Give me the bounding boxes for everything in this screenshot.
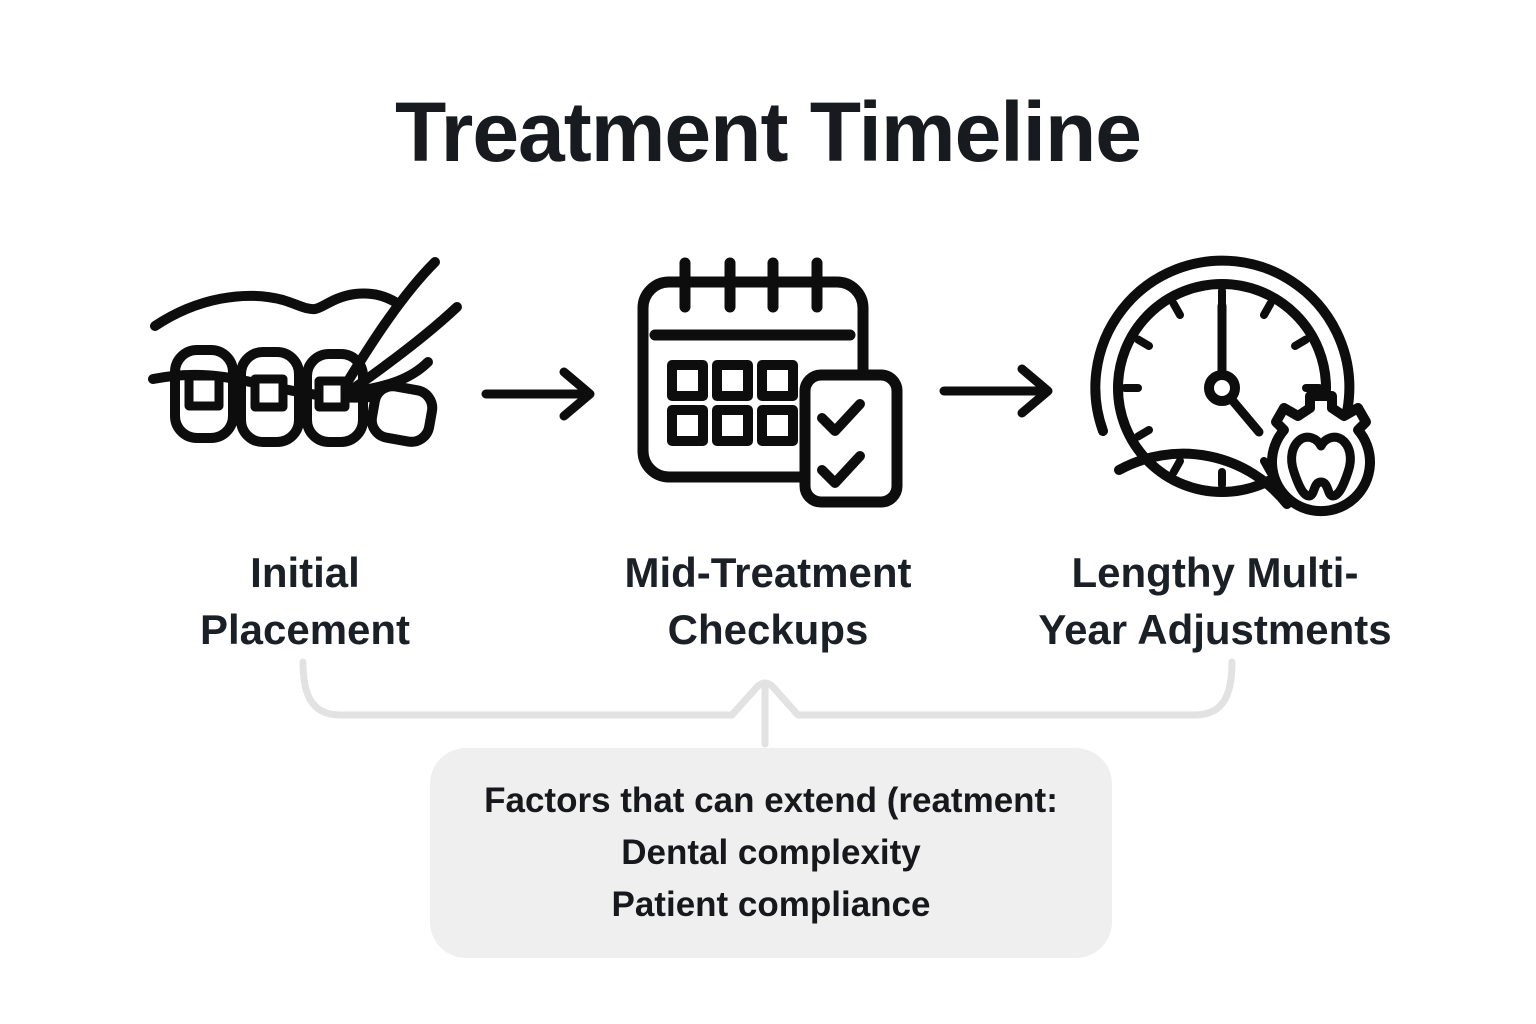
step-label-lengthy-adjustments: Lengthy Multi- Year Adjustments (1038, 549, 1392, 653)
factor-item-dental-complexity: Dental complexity (621, 833, 921, 872)
calendar-checklist-icon (637, 257, 903, 508)
factors-box: Factors that can extend (reatment: Denta… (430, 748, 1112, 958)
factor-item-patient-compliance: Patient compliance (611, 885, 931, 924)
arrow-right-icon (939, 364, 1053, 418)
page-title: Treatment Timeline (394, 85, 1142, 179)
braces-tool-icon (148, 257, 462, 447)
clock-tooth-icon (1090, 255, 1375, 517)
curly-brace (299, 658, 1236, 748)
step-label-mid-treatment-checkups: Mid-Treatment Checkups (624, 549, 912, 653)
factors-heading: Factors that can extend (reatment: (484, 781, 1058, 820)
arrow-right-icon (481, 367, 595, 421)
step-label-initial-placement: Initial Placement (199, 549, 411, 653)
